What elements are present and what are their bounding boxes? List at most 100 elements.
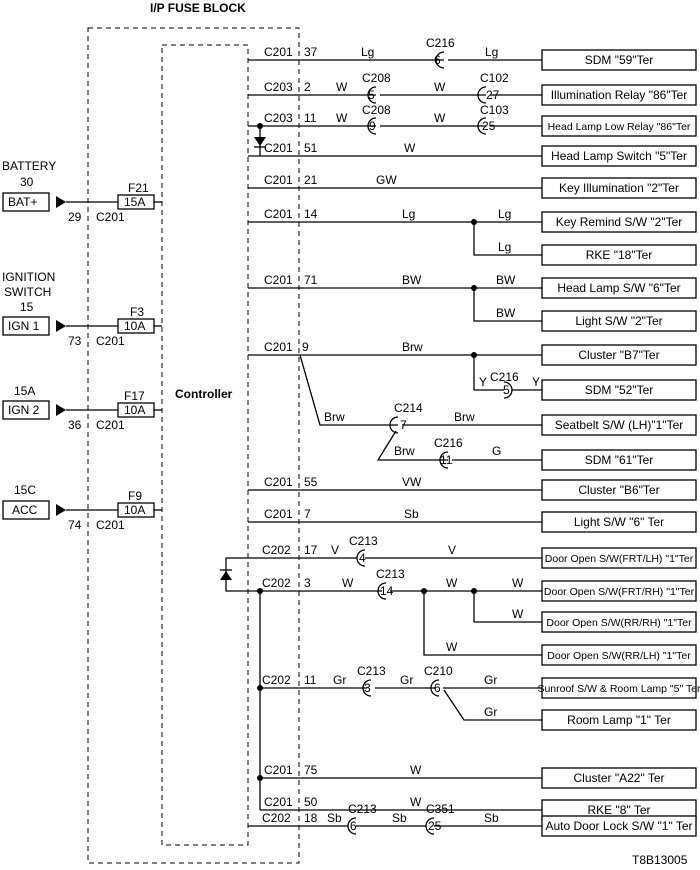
sources-3-rating-label: 15C [14,483,36,497]
circuits-8-splice-pin-label: 7 [400,418,407,432]
circuits-10-pin-label: 55 [304,475,318,489]
circuits-6-pin-label: 71 [304,273,318,287]
circuits-0-color-b-label: Lg [485,45,498,59]
circuits-1-color-b-label: W [434,80,446,94]
circuits-11-color-a-label: Sb [404,507,419,521]
terminal-box [541,344,697,366]
circuit-head-lamp-low-relay: C203 11 W C208 9 W C103 25 Head Lamp Low… [248,103,697,156]
terminal-box [541,767,697,789]
terminal-box [541,709,697,731]
circuits-0-splice-label: C216 [426,36,455,50]
circuit-rke-8: C201 50 W RKE "8" Ter [260,795,697,821]
circuit-head-lamp-switch-5: C201 51 W Head Lamp Switch "5"Ter [248,141,697,167]
circuits-13-splice-pin-label: 14 [380,584,394,598]
circuits-6-color-b-label: BW [496,273,516,287]
circuits-13-color-c-label: W [512,576,524,590]
terminal-box [2,316,50,336]
circuits-1-conn-label: C203 [264,80,293,94]
terminal-box [541,379,697,401]
sources-0-pin-label: 29 [68,210,82,224]
source-ign2: 15A IGN 2 F17 10A 36 C201 [2,384,155,432]
circuits-15-color-a-label: W [446,640,458,654]
sources-0-amp-label: 15A [124,195,145,209]
circuits-2-splice2-label: C103 [480,103,509,117]
circuits-5-pin-label: 14 [304,207,318,221]
circuits-6-branch-term-label: Light S/W "2"Ter [575,314,662,328]
circuits-8-color-a-label: Brw [324,410,345,424]
circuits-2-splice-label: C208 [362,103,391,117]
circuits-2-splice-pin-label: 9 [369,119,376,133]
circuits-18-conn-label: C201 [264,763,293,777]
connector-arrow-icon [56,504,66,516]
circuits-6-conn-label: C201 [264,273,293,287]
circuits-5-color-b-label: Lg [498,207,511,221]
circuits-16-splice2-pin-label: 6 [434,681,441,695]
circuits-20-conn-label: C202 [262,811,291,825]
sources-2-amp-label: 10A [124,403,145,417]
circuits-12-color-b-label: V [448,543,456,557]
circuits-7-pin-label: 9 [302,340,309,354]
terminal-box [541,449,697,471]
fuse-block-outline [87,27,300,864]
circuits-7-branch-splice-label: C216 [490,370,519,384]
circuits-20-term-label: Auto Door Lock S/W "1" Ter [545,819,692,833]
circuits-4-color-a-label: GW [376,173,397,187]
circuits-5-branch-term-label: RKE "18"Ter [586,248,653,262]
circuit-door-open-frt-lh: C202 17 V C213 4 V Door Open S/W(FRT/LH)… [220,534,697,592]
circuits-5-color-a-label: Lg [402,207,415,221]
circuits-9-color-b-label: G [492,444,501,458]
circuits-12-conn-label: C202 [262,543,291,557]
circuits-16-color-c-label: Gr [484,673,497,687]
circuit-room-lamp: Gr Room Lamp "1" Ter [443,689,697,731]
fuse-block-title: I/P FUSE BLOCK [150,1,246,15]
terminal-box [541,177,697,199]
circuits-17-color-a-label: Gr [484,705,497,719]
circuits-16-splice2-label: C210 [424,664,453,678]
circuit-door-open-rr-lh: W Door Open S/W(RR/LH) "1"Ter [423,591,697,666]
terminal-box [2,500,50,520]
sources-3-fuse-label: F9 [128,489,142,503]
circuits-14-color-a-label: W [512,607,524,621]
circuits-1-color-a-label: W [336,80,348,94]
sources-1-terminal-label: IGN 1 [8,319,40,333]
connector-arrow-icon [56,404,66,416]
circuits-13-splice-label: C213 [376,567,405,581]
circuits-11-term-label: Light S/W "6" Ter [574,515,664,529]
circuits-19-conn-label: C201 [264,795,293,809]
circuits-1-splice2-pin-label: 27 [486,88,500,102]
circuits-0-term-label: SDM "59"Ter [585,53,654,67]
terminal-box [541,84,697,106]
circuit-key-remind: C201 14 Lg Lg Lg Key Remind S/W "2"Ter R… [248,207,697,266]
circuits-11-conn-label: C201 [264,507,293,521]
circuits-18-color-a-label: W [410,763,422,777]
circuits-9-color-a-label: Brw [394,444,415,458]
circuits-10-conn-label: C201 [264,475,293,489]
circuits-20-splice-label: C213 [348,802,377,816]
circuits-20-splice2-label: C351 [426,802,455,816]
circuits-2-color-a-label: W [336,111,348,125]
circuits-19-pin-label: 50 [304,795,318,809]
sources-1-name-line1-label: IGNITION [2,270,55,284]
terminal-box [541,677,697,699]
circuits-6-term-label: Head Lamp S/W "6"Ter [557,281,680,295]
circuits-16-pin-label: 11 [304,673,317,687]
sources-1-rating-label: 15 [20,300,34,314]
circuit-door-open-frt-rh: C202 3 W C213 14 W W Door Open S/W(FRT/R… [248,567,697,602]
source-battery: BATTERY 30 BAT+ F21 15A 29 C201 [2,159,155,224]
circuits-6-branch-color-label: BW [496,306,516,320]
circuits-8-splice-label: C214 [394,401,423,415]
circuits-20-color-c-label: Sb [484,811,499,825]
circuits-20-pin-label: 18 [304,811,318,825]
fuse-controller-links [154,201,162,511]
sources-1-name-line2-label: SWITCH [4,285,51,299]
terminal-box [541,644,697,666]
sources-3-pin-label: 74 [68,518,82,532]
circuits-13-color-a-label: W [342,576,354,590]
circuits-0-splice-pin-label: 6 [434,53,441,67]
terminal-box [541,244,697,266]
circuits-1-term-label: Illumination Relay "86"Ter [551,88,688,102]
circuits-15-term-label: Door Open S/W(RR/LH) "1"Ter [547,650,691,662]
terminal-box [2,192,50,212]
sources-2-rating-label: 15A [14,384,35,398]
